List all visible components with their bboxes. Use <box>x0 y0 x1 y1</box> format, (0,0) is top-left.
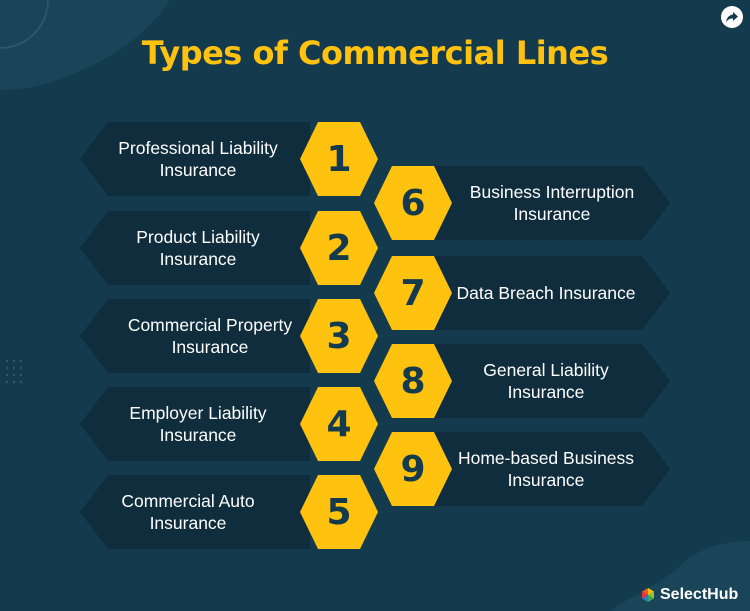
number-hexagon <box>374 166 452 240</box>
background-arc-top-left <box>0 0 49 49</box>
selecthub-logo-icon <box>642 588 654 602</box>
item-label: Product Liability Insurance <box>136 227 260 269</box>
item-label: Commercial Property Insurance <box>127 315 293 357</box>
card-background <box>80 122 310 196</box>
item-number: 4 <box>326 403 352 445</box>
item-label: Data Breach Insurance <box>456 283 636 303</box>
item-label: General Liability Insurance <box>483 360 609 402</box>
card-background <box>80 211 310 285</box>
card-background <box>432 432 670 506</box>
card-background <box>80 475 310 549</box>
commercial-line-item: 9 Home-based Business Insurance <box>372 432 672 506</box>
number-hexagon <box>374 344 452 418</box>
card-background <box>432 166 670 240</box>
item-label: Home-based Business Insurance <box>457 448 635 490</box>
item-number: 8 <box>400 360 426 402</box>
item-number: 2 <box>326 227 352 269</box>
item-number: 6 <box>400 182 426 224</box>
dot-grid-decoration <box>5 359 23 384</box>
number-hexagon <box>300 211 378 285</box>
item-label: Business Interruption Insurance <box>469 182 635 224</box>
commercial-line-item: 8 General Liability Insurance <box>372 344 672 418</box>
commercial-line-item: 7 Data Breach Insurance <box>372 256 672 330</box>
number-hexagon <box>374 432 452 506</box>
card-background <box>432 344 670 418</box>
number-hexagon <box>374 256 452 330</box>
item-number: 1 <box>326 138 352 180</box>
commercial-line-item: 4 Employer Liability Insurance <box>80 387 380 461</box>
share-icon <box>726 12 738 23</box>
share-button[interactable] <box>721 6 743 28</box>
commercial-line-item: 2 Product Liability Insurance <box>80 211 380 285</box>
brand-name: SelectHub <box>660 586 739 603</box>
brand-logo: SelectHub <box>640 586 738 604</box>
item-label: Employer Liability Insurance <box>129 403 267 445</box>
commercial-line-item: 1 Professional Liability Insurance <box>80 122 380 196</box>
card-background <box>80 299 310 373</box>
item-number: 3 <box>326 315 352 357</box>
page-title: Types of Commercial Lines <box>141 34 609 72</box>
item-number: 9 <box>400 448 426 490</box>
number-hexagon <box>300 299 378 373</box>
item-number: 7 <box>400 272 426 314</box>
item-label: Professional Liability Insurance <box>118 138 278 180</box>
number-hexagon <box>300 122 378 196</box>
item-number: 5 <box>326 491 352 533</box>
commercial-line-item: 6 Business Interruption Insurance <box>372 166 672 240</box>
card-background <box>80 387 310 461</box>
commercial-line-item: 5 Commercial Auto Insurance <box>80 475 380 549</box>
card-background <box>432 256 670 330</box>
item-label: Commercial Auto Insurance <box>121 491 255 533</box>
number-hexagon <box>300 475 378 549</box>
commercial-line-item: 3 Commercial Property Insurance <box>80 299 380 373</box>
number-hexagon <box>300 387 378 461</box>
